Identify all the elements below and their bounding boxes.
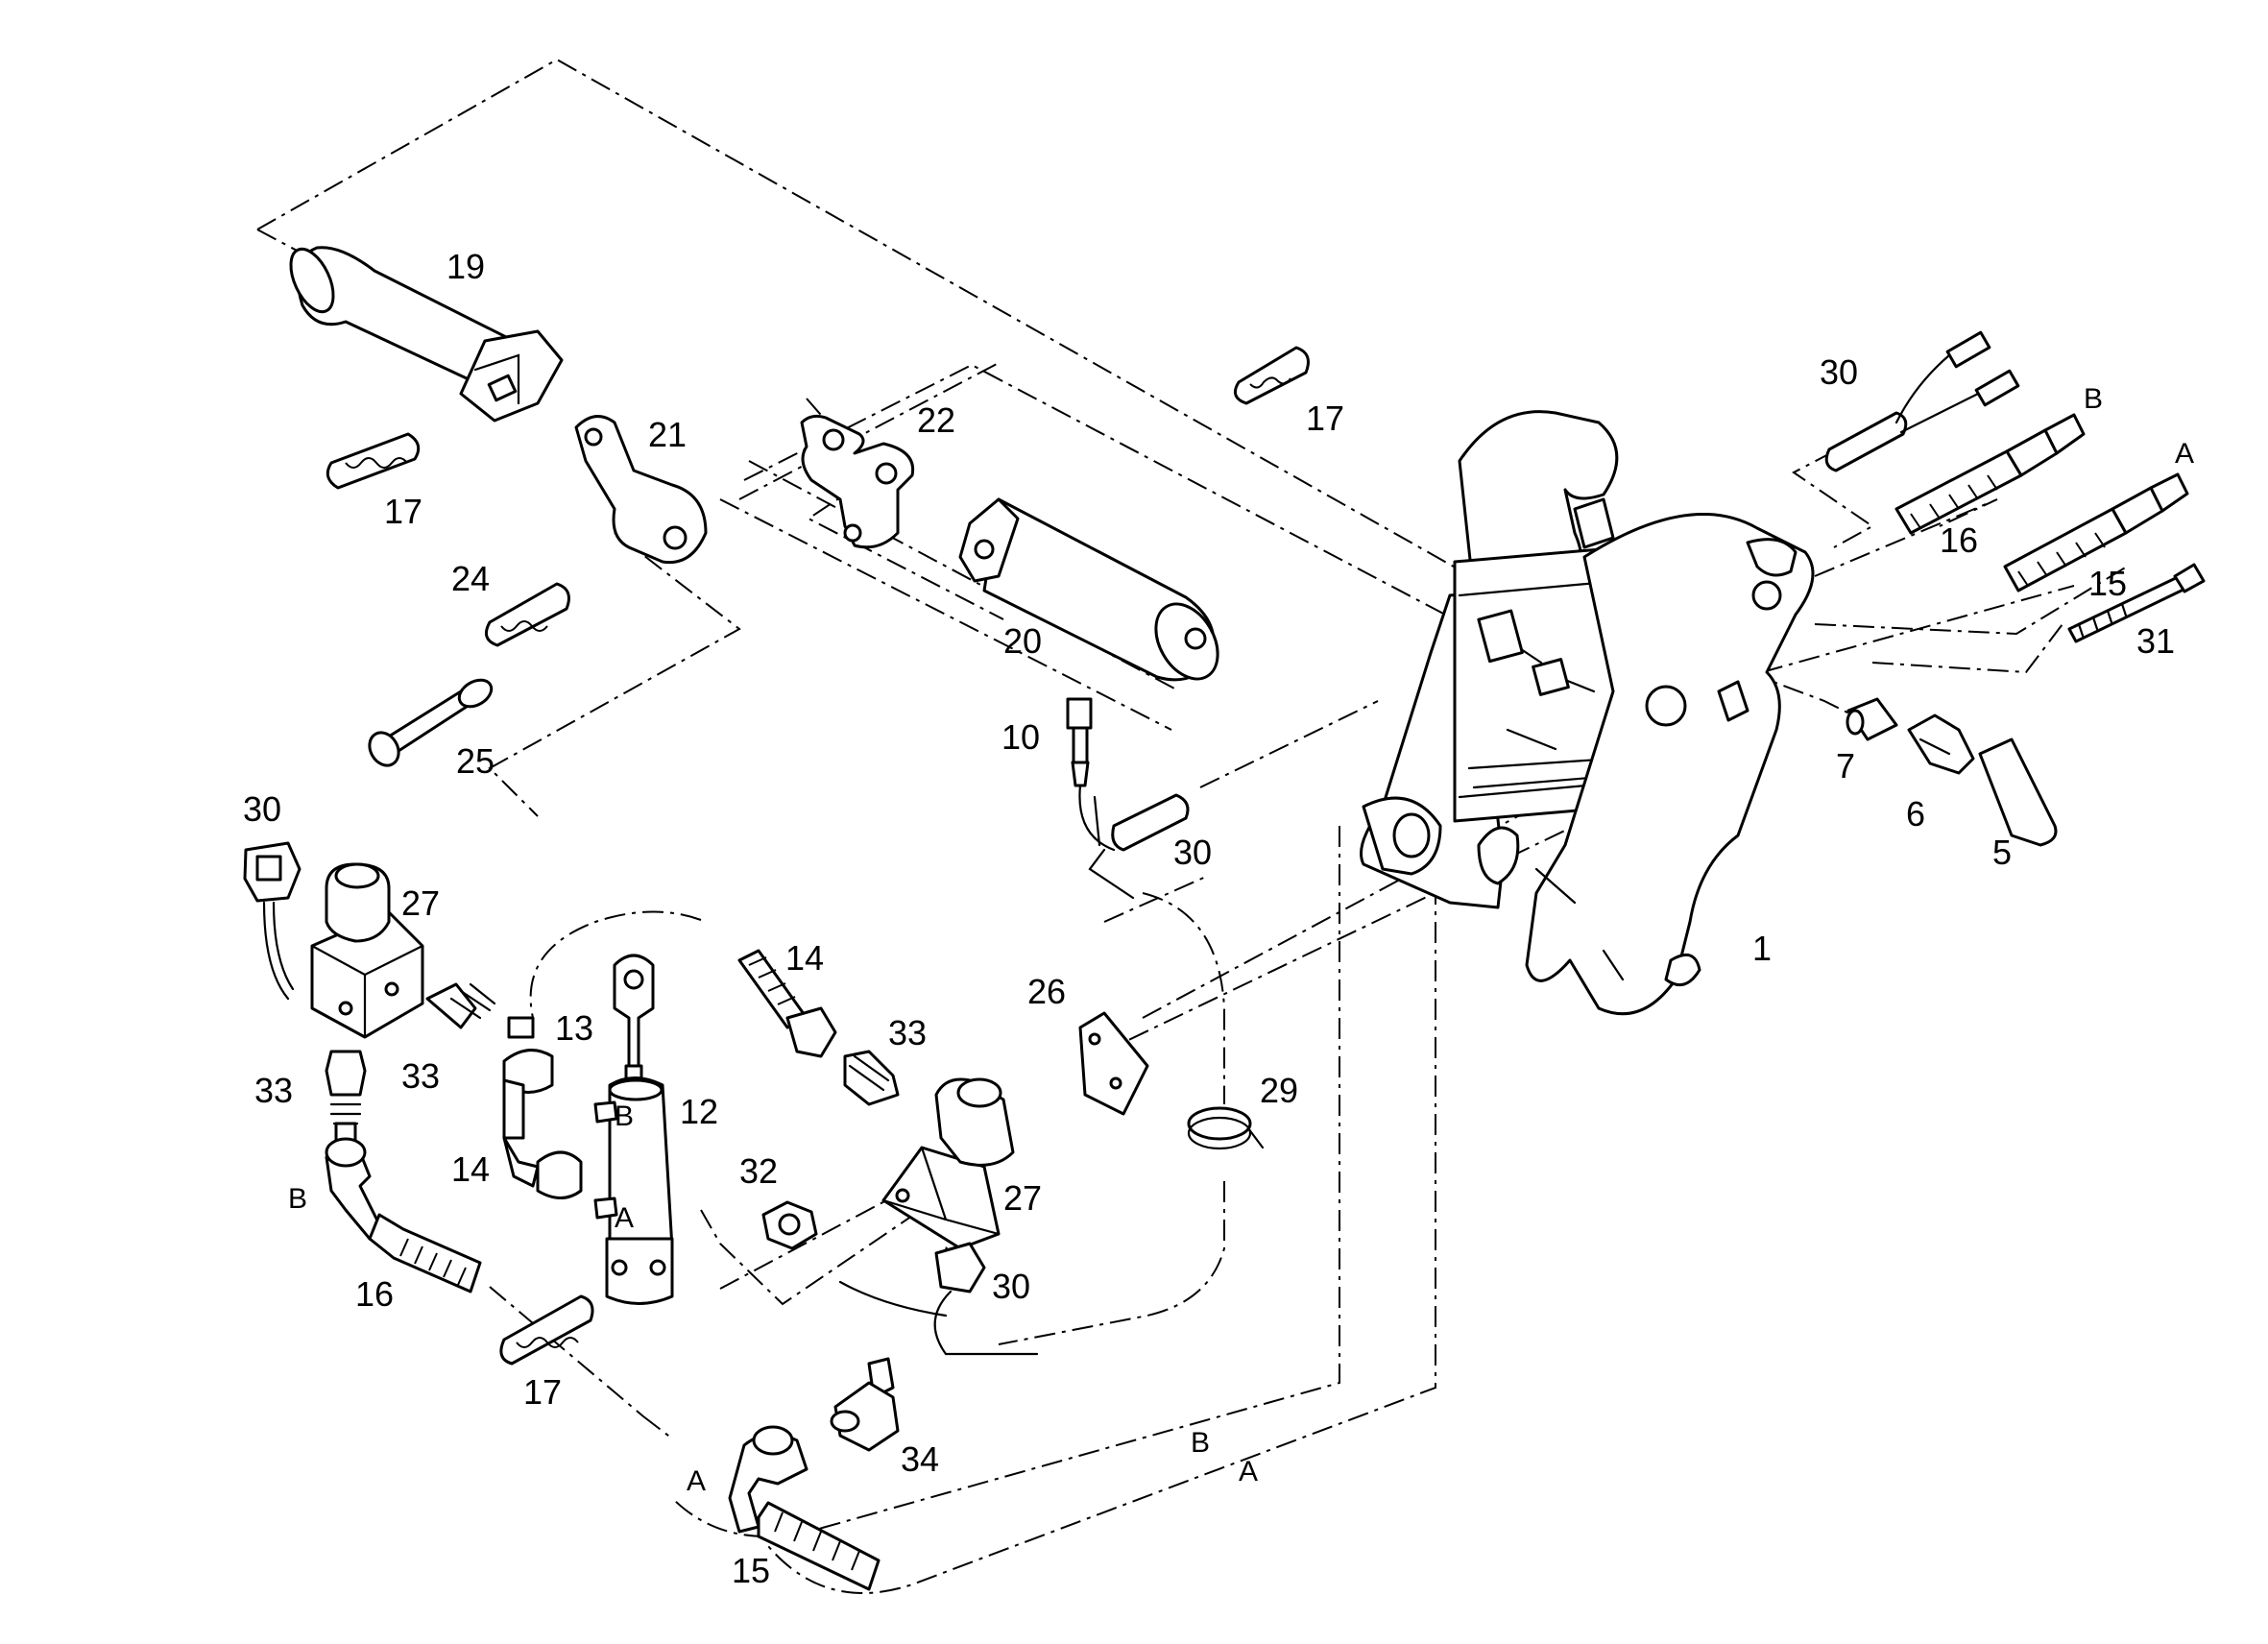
leader-lines [256, 58, 2128, 1594]
label-19: 19 [446, 247, 485, 286]
label-27a: 27 [401, 883, 440, 923]
label-25: 25 [456, 741, 495, 781]
label-17a: 17 [1306, 399, 1344, 438]
label-24: 24 [451, 559, 490, 598]
part-27-solenoid-left [310, 862, 424, 1039]
port-b-cylinder: B [615, 1100, 634, 1132]
label-21: 21 [648, 415, 687, 454]
part-21-bracket [574, 415, 708, 565]
part-29-clamp [1187, 1106, 1265, 1150]
part-14-fitting-left [502, 1049, 583, 1199]
label-12: 12 [680, 1092, 718, 1131]
port-a-bottom-hose: A [687, 1465, 706, 1497]
port-b-left-hose: B [288, 1183, 307, 1215]
label-32: 32 [739, 1151, 778, 1191]
part-33-fitting-middle [843, 1050, 900, 1106]
part-13-fitting [507, 1016, 535, 1039]
part-6-clip [1907, 713, 1975, 775]
part-26-plate [1078, 1011, 1149, 1116]
part-10-sensor [1066, 697, 1093, 787]
label-30b: 30 [1173, 833, 1212, 872]
port-b-top-right: B [2084, 383, 2103, 415]
label-29: 29 [1260, 1071, 1298, 1110]
part-14-hose-upper [737, 949, 837, 1058]
label-33c: 33 [888, 1013, 927, 1052]
label-14b: 14 [451, 1149, 490, 1189]
part-30-connector-left [243, 841, 302, 1001]
part-27-solenoid-middle [881, 1077, 1015, 1250]
part-22-bracket [800, 414, 915, 549]
label-13: 13 [555, 1008, 593, 1048]
part-32-nut [761, 1200, 818, 1250]
label-30a: 30 [1820, 352, 1858, 392]
label-33b: 33 [401, 1056, 440, 1096]
part-15-hose-right [2003, 472, 2189, 592]
label-16b: 16 [355, 1274, 394, 1314]
port-labels: A B B A B A B A [288, 383, 2194, 1497]
label-1: 1 [1752, 929, 1772, 968]
part-33-fitting-left-upper [425, 982, 496, 1029]
part-19-cylinder [289, 246, 564, 423]
part-15-hose-bottom [728, 1425, 881, 1591]
port-b-route: B [1191, 1427, 1210, 1459]
label-27b: 27 [1003, 1178, 1042, 1218]
label-7: 7 [1836, 746, 1855, 786]
label-15a: 15 [2088, 564, 2127, 603]
pin-17-top-right [1233, 346, 1310, 405]
label-6: 6 [1906, 794, 1925, 834]
part-20-cylinder [958, 497, 1219, 682]
label-10: 10 [1001, 717, 1040, 757]
label-16a: 16 [1940, 520, 1978, 560]
part-7-bushing [1846, 697, 1898, 741]
part-30-wire-middle [1078, 784, 1190, 900]
part-16-hose-right [1894, 413, 2086, 535]
part-33-fitting-left-lower [325, 1050, 367, 1143]
label-14a: 14 [785, 938, 824, 978]
pin-24 [484, 582, 570, 647]
label-30d: 30 [992, 1267, 1030, 1306]
part-16-hose-left [325, 1137, 482, 1293]
label-17c: 17 [523, 1372, 562, 1412]
part-30-wire-top-right [1824, 330, 2020, 472]
label-30c: 30 [243, 789, 281, 829]
label-17b: 17 [384, 492, 422, 531]
part-1-coupler-frame [1360, 410, 1815, 1016]
part-30-connector-middle [838, 1242, 1039, 1356]
part-5-plate [1978, 737, 2058, 847]
port-a-cylinder: A [615, 1202, 634, 1234]
pin-17-top-left [326, 432, 421, 490]
port-a-route: A [1239, 1456, 1258, 1487]
label-20: 20 [1003, 621, 1042, 661]
label-15b: 15 [732, 1551, 770, 1590]
label-34: 34 [901, 1439, 939, 1479]
pin-25-bolt [368, 678, 494, 767]
part-12-cylinder [593, 954, 674, 1305]
part-34-fitting [830, 1357, 900, 1452]
label-22: 22 [917, 400, 955, 440]
pin-17-bottom [499, 1294, 594, 1366]
label-31: 31 [2136, 621, 2175, 661]
label-26: 26 [1027, 972, 1066, 1011]
label-5: 5 [1992, 833, 2012, 872]
label-33a: 33 [254, 1071, 293, 1110]
part-31-bolt [2067, 563, 2206, 643]
port-a-top-right: A [2175, 438, 2194, 470]
part-labels: 1 5 6 7 10 12 13 14 14 15 15 16 16 17 17… [243, 247, 2175, 1590]
